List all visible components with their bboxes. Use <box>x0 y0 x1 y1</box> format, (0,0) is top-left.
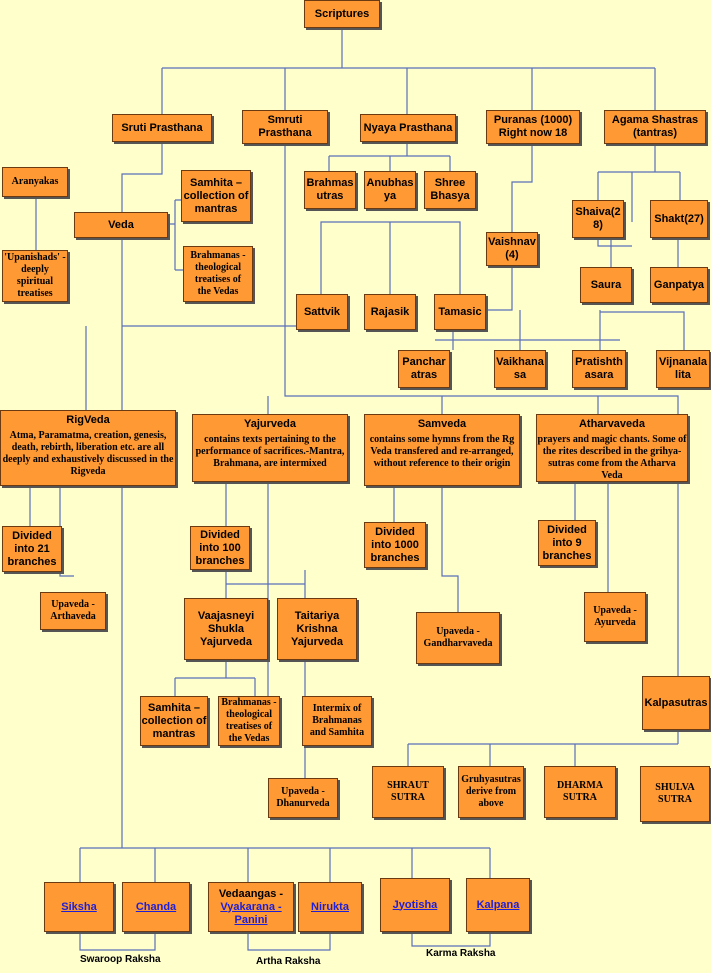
node-ath-divided: Divided into 9 branches <box>538 520 596 566</box>
node-jyotisha[interactable]: Jyotisha <box>380 878 450 932</box>
node-nyaya-prasthana: Nyaya Prasthana <box>360 114 456 142</box>
node-gruhyasutras: Gruhyasutras derive from above <box>458 766 524 818</box>
node-shaiva: Shaiva(2 8) <box>572 200 624 238</box>
node-chanda[interactable]: Chanda <box>122 882 190 932</box>
node-nirukta[interactable]: Nirukta <box>298 882 362 932</box>
node-veda: Veda <box>74 212 168 238</box>
node-yajur-divided: Divided into 100 branches <box>190 526 250 570</box>
node-tamasic: Tamasic <box>434 294 486 330</box>
node-samhita-top: Samhita – collection of mantras <box>181 170 251 222</box>
node-brahmanas-bottom: Brahmanas - theological treatises of the… <box>218 696 280 746</box>
node-pratishthasara: Pratishth asara <box>572 350 626 388</box>
node-sattvik: Sattvik <box>296 294 348 330</box>
node-puranas: Puranas (1000) Right now 18 <box>486 110 580 144</box>
node-shakt: Shakt(27) <box>650 200 708 238</box>
caption-artha-raksha: Artha Raksha <box>256 956 321 967</box>
node-upaveda-ayurveda: Upaveda - Ayurveda <box>584 592 646 642</box>
node-pancharatras: Panchar atras <box>398 350 450 388</box>
node-upaveda-dhanurveda: Upaveda - Dhanurveda <box>268 778 338 818</box>
node-rig-divided: Divided into 21 branches <box>2 526 62 572</box>
node-rajasik: Rajasik <box>364 294 416 330</box>
node-vaikhanasa: Vaikhana sa <box>494 350 546 388</box>
node-ganpatya: Ganpatya <box>650 267 708 303</box>
node-kalpana[interactable]: Kalpana <box>466 878 530 932</box>
node-kalpasutras: Kalpasutras <box>642 676 710 730</box>
node-vijnanalalita: Vijnanala lita <box>656 350 710 388</box>
node-shulva-sutra: SHULVA SUTRA <box>640 766 710 822</box>
node-saura: Saura <box>580 267 632 303</box>
node-samveda: Samveda contains some hymns from the Rg … <box>364 414 520 486</box>
caption-karma-raksha: Karma Raksha <box>426 948 496 959</box>
node-yajurveda: Yajurveda contains texts pertaining to t… <box>192 414 348 482</box>
node-intermix: Intermix of Brahmanas and Samhita <box>302 696 372 746</box>
node-shree-bhasya: Shree Bhasya <box>424 171 476 209</box>
node-upaveda-arthaveda: Upaveda - Arthaveda <box>40 592 106 630</box>
node-rigveda: RigVeda Atma, Paramatma, creation, genes… <box>0 410 176 486</box>
node-upaveda-gandharvaveda: Upaveda - Gandharvaveda <box>416 612 500 664</box>
node-brahmanas-top: Brahmanas - theological treatises of the… <box>183 246 253 302</box>
node-sam-divided: Divided into 1000 branches <box>364 522 426 568</box>
node-scriptures: Scriptures <box>304 0 380 28</box>
node-samhita-bottom: Samhita – collection of mantras <box>140 696 208 746</box>
node-aranyakas: Aranyakas <box>2 167 68 197</box>
node-vaajasneyi: Vaajasneyi Shukla Yajurveda <box>184 598 268 660</box>
node-agama-shastras: Agama Shastras (tantras) <box>604 110 706 144</box>
vedaangas-label: Vedaangas - <box>218 887 284 900</box>
node-upanishads: 'Upanishads' - deeply spiritual treatise… <box>2 250 68 302</box>
node-vedaangas[interactable]: Vedaangas - Vyakarana - Panini <box>208 882 294 932</box>
node-smruti-prasthana: Smruti Prasthana <box>242 110 328 144</box>
node-vaishnav: Vaishnav (4) <box>486 232 538 266</box>
node-sruti-prasthana: Sruti Prasthana <box>112 114 212 142</box>
caption-swaroop-raksha: Swaroop Raksha <box>80 954 161 965</box>
node-taitariya: Taitariya Krishna Yajurveda <box>277 598 357 660</box>
node-atharvaveda: Atharvaveda prayers and magic chants. So… <box>536 414 688 482</box>
node-siksha[interactable]: Siksha <box>44 882 114 932</box>
node-dharma-sutra: DHARMA SUTRA <box>544 766 616 818</box>
node-shraut-sutra: SHRAUT SUTRA <box>372 766 444 818</box>
node-brahmasutras: Brahmas utras <box>304 171 356 209</box>
vyakarana-link[interactable]: Vyakarana - Panini <box>220 900 282 926</box>
node-anubhasya: Anubhas ya <box>364 171 416 209</box>
